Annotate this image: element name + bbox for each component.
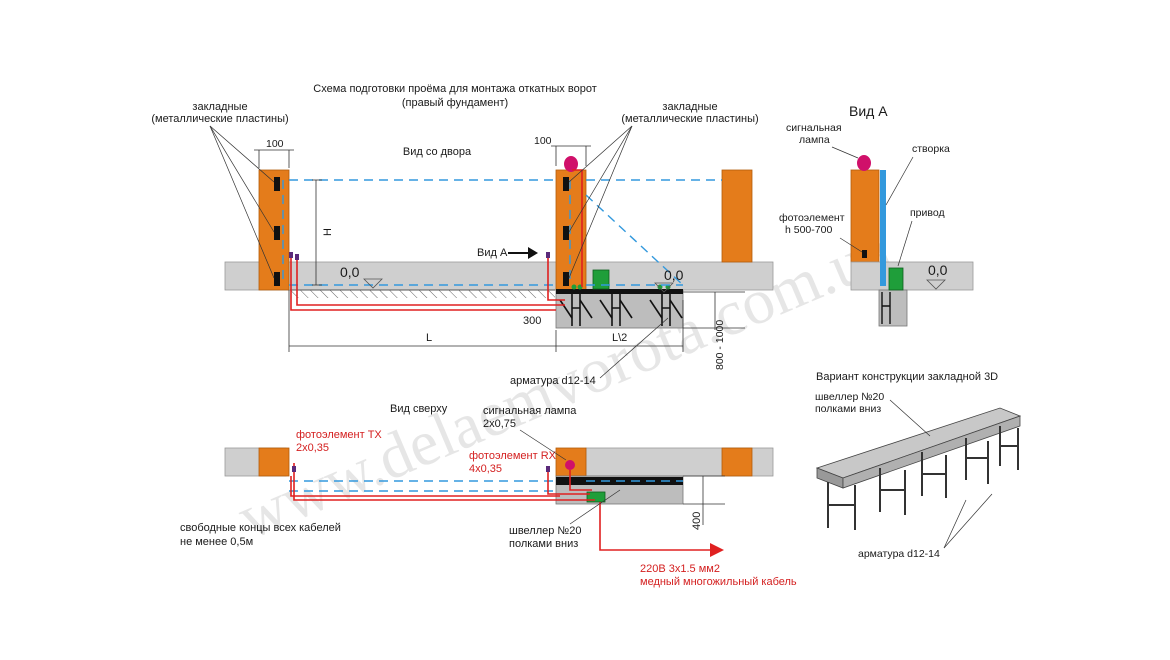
pillar-far <box>721 169 753 263</box>
cables-front <box>290 169 583 311</box>
front-view: 0,0 0,0 Вид А 100 100 H 300 <box>151 101 774 387</box>
view-a-photo-label-2: h 500-700 <box>785 224 832 236</box>
view-yard-label: Вид со двора <box>403 146 472 158</box>
dim-l: L <box>426 332 432 344</box>
power-cable-spec: медный многожильный кабель <box>640 576 797 588</box>
cable-outlet <box>571 284 577 290</box>
view-a-title: Вид А <box>849 103 888 119</box>
free-ends-label-2: не менее 0,5м <box>180 536 253 548</box>
dim-100-right: 100 <box>534 135 552 147</box>
view-a-arrow <box>508 247 538 259</box>
view-a-photo-label: фотоэлемент <box>779 212 845 224</box>
dim-400: 400 <box>691 512 703 530</box>
level-mid: 0,0 <box>664 267 684 283</box>
view-a-photocell <box>862 250 867 258</box>
top-cables <box>290 463 715 551</box>
top-pillar-far <box>721 447 753 477</box>
dim-l-half: L\2 <box>612 332 627 344</box>
view-a-drive <box>888 267 904 291</box>
view-top-label: Вид сверху <box>390 403 448 415</box>
view-a-lamp <box>857 155 871 171</box>
rebar-3d-label: арматура d12-14 <box>858 548 940 560</box>
top-channel-label-2: полками вниз <box>509 538 578 550</box>
gate-leaf <box>880 170 886 286</box>
diagram-title: Схема подготовки проёма для монтажа отка… <box>313 83 596 95</box>
view-a-arrow-label: Вид А <box>477 247 508 259</box>
rebar-label-front: арматура d12-14 <box>510 375 596 387</box>
channel-beam <box>556 289 683 294</box>
power-arrow <box>710 543 724 557</box>
plate-right-mid <box>563 226 569 240</box>
drive-unit <box>592 269 610 290</box>
signal-lamp-front <box>564 156 578 172</box>
top-view: Вид сверху 400 <box>180 403 797 588</box>
plate-right-bottom <box>563 272 569 286</box>
plate-left-bottom <box>274 272 280 286</box>
dim-800-1000: 800 - 1000 <box>714 320 726 370</box>
top-lamp-spec: 2х0,75 <box>483 418 516 430</box>
dim-300: 300 <box>523 315 541 327</box>
view-a: Вид А сигнальная лампа створка фотоэлеме… <box>779 103 974 327</box>
pillar-right <box>555 169 587 291</box>
view-a-pillar <box>850 169 880 263</box>
photo-tx-label: фотоэлемент TX <box>296 429 382 441</box>
dimensions-front <box>254 145 745 352</box>
photo-beams <box>282 179 722 286</box>
variant-title: Вариант конструкции закладной 3D <box>816 371 998 383</box>
photo-tx-spec: 2х0,35 <box>296 442 329 454</box>
top-beams <box>289 480 683 492</box>
top-lamp-label: сигнальная лампа <box>483 405 577 417</box>
view-a-level: 0,0 <box>928 262 948 278</box>
diagram-subtitle: (правый фундамент) <box>402 97 508 109</box>
view-a-lamp-label-2: лампа <box>799 134 830 146</box>
power-cable-label: 220В 3х1.5 мм2 <box>640 563 720 575</box>
dim-100-left: 100 <box>266 138 284 150</box>
channel-3d-label: швеллер №20 <box>815 391 884 403</box>
leaf-label: створка <box>912 143 950 155</box>
level-left: 0,0 <box>340 264 360 280</box>
rebar-front <box>559 294 683 326</box>
ground-strip <box>224 261 774 291</box>
dim-h: H <box>322 228 334 236</box>
top-channel-label: швеллер №20 <box>509 525 581 537</box>
drive-label: привод <box>910 207 945 219</box>
plates-label-left-2: (металлические пластины) <box>151 113 288 125</box>
soil-hatch <box>290 290 555 298</box>
free-ends-label: свободные концы всех кабелей <box>180 522 341 534</box>
view-a-lamp-label: сигнальная <box>786 122 842 134</box>
view-a-ground <box>850 261 974 291</box>
plates-label-right-2: (металлические пластины) <box>621 113 758 125</box>
top-drive <box>586 491 606 503</box>
top-pillar-left <box>258 447 290 477</box>
plates-label-left: закладные <box>192 101 247 113</box>
channel-3d-label-2: полками вниз <box>815 403 881 415</box>
top-lamp <box>565 460 575 470</box>
plate-left-mid <box>274 226 280 240</box>
plate-left-top <box>274 177 280 191</box>
photo-rx-spec: 4х0,35 <box>469 463 502 475</box>
variant-3d: Вариант конструкции закладной 3D швеллер… <box>815 371 1022 560</box>
plate-right-top <box>563 177 569 191</box>
plates-label-right: закладные <box>662 101 717 113</box>
rebar-3d <box>827 426 1019 530</box>
photo-rx-label: фотоэлемент RX <box>469 450 557 462</box>
view-a-foundation <box>878 289 908 327</box>
